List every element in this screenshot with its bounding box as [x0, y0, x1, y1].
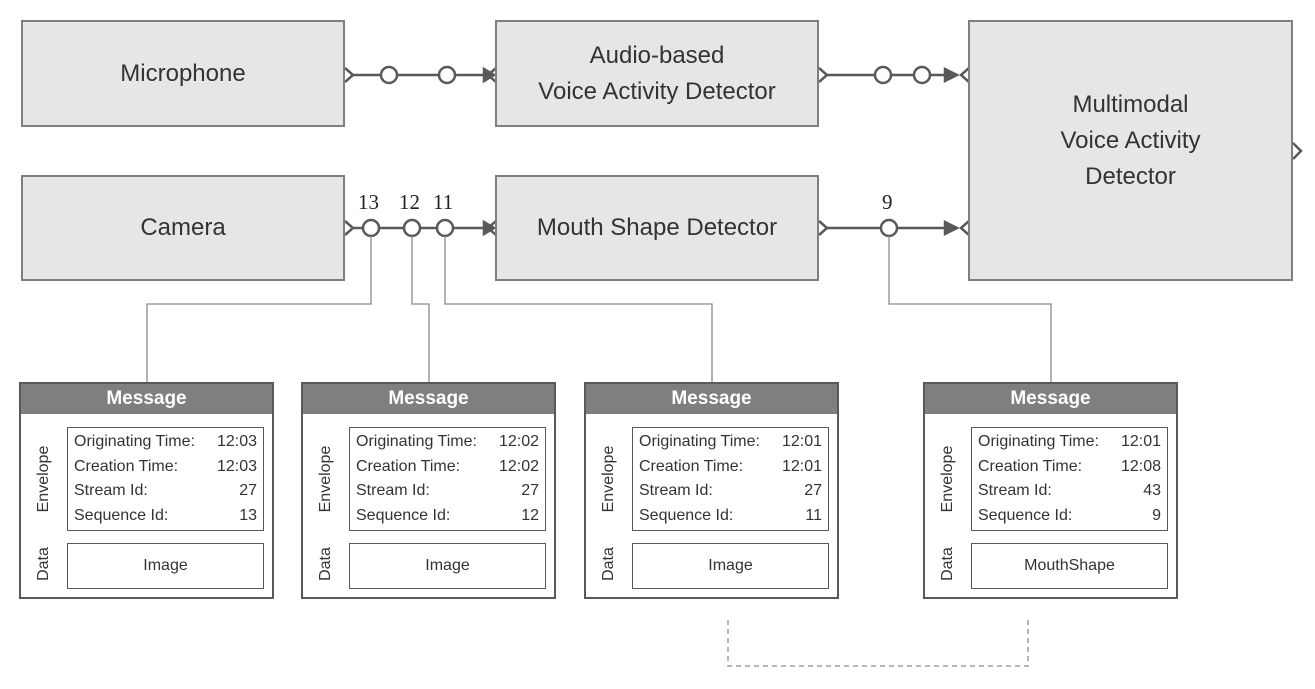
creation-time-key: Creation Time: — [356, 457, 461, 475]
data-label: Data — [35, 547, 52, 581]
message-marker-11 — [435, 218, 455, 238]
stream-id-value: 43 — [1143, 482, 1161, 499]
message-title: Message — [21, 384, 272, 414]
camera-label: Camera — [140, 214, 226, 241]
stream-id-value: 27 — [804, 482, 822, 499]
multimodal-label-line3: Detector — [1085, 162, 1176, 190]
message-title: Message — [586, 384, 837, 414]
creation-time-value: 12:02 — [498, 457, 539, 475]
creation-time-key: Creation Time: — [978, 457, 1083, 475]
originating-time-value: 12:01 — [781, 433, 822, 450]
sequence-label-13: 13 — [358, 190, 379, 214]
sequence-id-value: 11 — [805, 506, 822, 524]
originating-time-key: Originating Time: — [74, 433, 195, 450]
sequence-label-12: 12 — [399, 190, 420, 214]
data-box: Image — [67, 543, 264, 589]
envelope-label: Envelope — [317, 445, 334, 513]
message-marker-9 — [879, 218, 899, 238]
audio-vad-label-line2: Voice Activity Detector — [538, 77, 776, 105]
message-marker — [379, 65, 399, 85]
audio-vad-stream — [818, 66, 970, 84]
message-marker — [873, 65, 893, 85]
creation-time-value: 12:03 — [216, 457, 257, 475]
envelope-label: Envelope — [939, 445, 956, 513]
mouth-shape-label: Mouth Shape Detector — [536, 214, 778, 241]
microphone-stream — [344, 66, 497, 84]
multimodal-label-line1: Multimodal — [1072, 90, 1189, 118]
sequence-label-11: 11 — [433, 190, 454, 214]
message-title: Message — [303, 384, 554, 414]
stream-id-key: Stream Id: — [356, 482, 430, 499]
message-marker — [437, 65, 457, 85]
sequence-id-key: Sequence Id: — [74, 506, 169, 524]
sequence-id-key: Sequence Id: — [356, 506, 451, 524]
envelope-label: Envelope — [600, 445, 617, 513]
originating-time-value: 12:02 — [498, 433, 539, 450]
stream-id-value: 27 — [239, 482, 257, 499]
message-marker-12 — [402, 218, 422, 238]
originating-time-key: Originating Time: — [639, 433, 760, 450]
message-title: Message — [925, 384, 1176, 414]
originating-time-key: Originating Time: — [356, 433, 477, 450]
sequence-id-value: 13 — [239, 506, 257, 524]
data-box: MouthShape — [971, 543, 1168, 589]
sequence-id-value: 12 — [521, 506, 539, 524]
data-label: Data — [317, 547, 334, 581]
multimodal-label-line2: Voice Activity — [1060, 126, 1201, 154]
message-marker-13 — [361, 218, 381, 238]
message-card: Message Envelope Data Originating Time: 1… — [301, 382, 556, 599]
camera-stream — [344, 219, 497, 237]
sequence-id-key: Sequence Id: — [978, 506, 1073, 524]
message-card: Message Envelope Data Originating Time: 1… — [923, 382, 1178, 599]
sequence-id-value: 9 — [1152, 506, 1161, 524]
stream-id-value: 27 — [521, 482, 539, 499]
envelope-box: Originating Time: 12:01 Creation Time: 12:… — [632, 427, 829, 531]
sequence-id-key: Sequence Id: — [639, 506, 734, 524]
microphone-component: Microphone — [21, 20, 345, 127]
microphone-label: Microphone — [120, 59, 246, 87]
multimodal-vad-component: Multimodal Voice Activity Detector — [968, 20, 1293, 281]
creation-time-value: 12:08 — [1120, 457, 1161, 475]
message-card: Message Envelope Data Originating Time: 1… — [584, 382, 839, 599]
envelope-box: Originating Time: 12:03 Creation Time: 12:… — [67, 427, 264, 531]
creation-time-key: Creation Time: — [74, 457, 179, 475]
data-box: Image — [349, 543, 546, 589]
envelope-box: Originating Time: 12:02 Creation Time: 12:… — [349, 427, 546, 531]
dashed-link — [727, 620, 1029, 667]
originating-time-key: Originating Time: — [978, 433, 1099, 450]
message-connectors — [146, 236, 1052, 382]
data-box: Image — [632, 543, 829, 589]
creation-time-value: 12:01 — [781, 457, 822, 475]
stream-id-key: Stream Id: — [978, 482, 1052, 499]
data-label: Data — [939, 547, 956, 581]
sequence-label-9: 9 — [882, 190, 893, 214]
envelope-label: Envelope — [35, 445, 52, 513]
creation-time-key: Creation Time: — [639, 457, 744, 475]
originating-time-value: 12:01 — [1120, 433, 1161, 450]
data-label: Data — [600, 547, 617, 581]
stream-id-key: Stream Id: — [74, 482, 148, 499]
message-marker — [912, 65, 932, 85]
mouth-shape-component: Mouth Shape Detector — [495, 175, 819, 281]
camera-component: Camera — [21, 175, 345, 281]
originating-time-value: 12:03 — [216, 433, 257, 450]
message-card: Message Envelope Data Originating Time: 1… — [19, 382, 274, 599]
audio-vad-label-line1: Audio-based — [589, 41, 725, 69]
stream-id-key: Stream Id: — [639, 482, 713, 499]
multimodal-output-port — [1292, 142, 1303, 160]
envelope-box: Originating Time: 12:01 Creation Time: 12:… — [971, 427, 1168, 531]
audio-vad-component: Audio-based Voice Activity Detector — [495, 20, 819, 127]
